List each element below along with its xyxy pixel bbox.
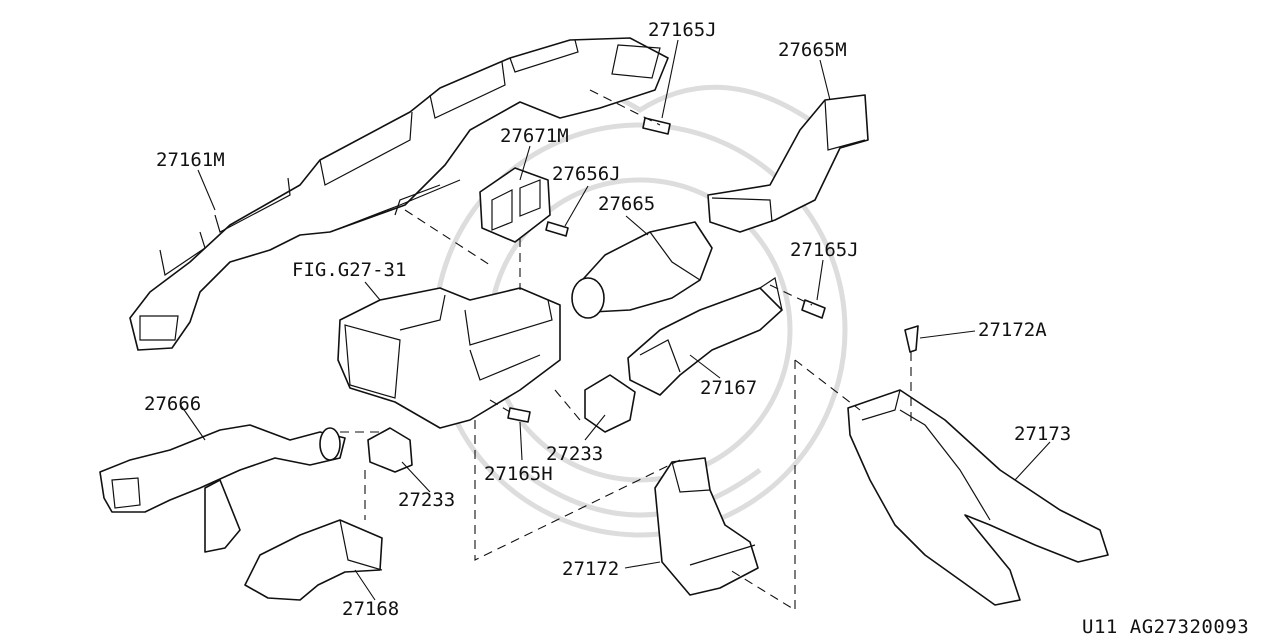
label-27165J-top: 27165J xyxy=(648,19,717,41)
screw-27165J-mid xyxy=(801,299,826,319)
label-27165H: 27165H xyxy=(484,463,553,485)
label-27161M: 27161M xyxy=(156,149,225,171)
screw-27165J-top xyxy=(642,117,671,135)
label-27173: 27173 xyxy=(1014,423,1071,445)
junction-27671M xyxy=(479,167,551,243)
screw-27165H xyxy=(507,407,531,423)
label-27172: 27172 xyxy=(562,558,619,580)
duct-27173 xyxy=(847,389,1109,606)
label-27666: 27666 xyxy=(144,393,201,415)
label-fig-ref: FIG.G27-31 xyxy=(292,259,406,281)
duct-27168 xyxy=(244,519,383,601)
label-27665M: 27665M xyxy=(778,39,847,61)
duct-27665 xyxy=(571,221,713,319)
leader-lines xyxy=(179,39,1051,601)
alignment-lines xyxy=(340,89,912,611)
label-27167: 27167 xyxy=(700,377,757,399)
label-27233-right: 27233 xyxy=(546,443,603,465)
label-27233-left: 27233 xyxy=(398,489,455,511)
duct-27167 xyxy=(627,277,783,396)
duct-27666 xyxy=(99,424,346,553)
duct-27665M xyxy=(707,94,869,233)
screw-27172A xyxy=(904,325,919,353)
diagram-code: U11 AG27320093 xyxy=(1082,616,1249,638)
clip-27233-left xyxy=(367,427,413,473)
duct-27161M xyxy=(129,37,669,351)
screw-27656J xyxy=(545,221,569,237)
clip-27233-right xyxy=(584,374,636,433)
heater-unit xyxy=(337,287,561,429)
label-27168: 27168 xyxy=(342,598,399,620)
label-27656J: 27656J xyxy=(552,163,621,185)
duct-27172 xyxy=(654,457,759,596)
label-27172A: 27172A xyxy=(978,319,1047,341)
label-27665: 27665 xyxy=(598,193,655,215)
label-27671M: 27671M xyxy=(500,125,569,147)
label-27165J-mid: 27165J xyxy=(790,239,859,261)
